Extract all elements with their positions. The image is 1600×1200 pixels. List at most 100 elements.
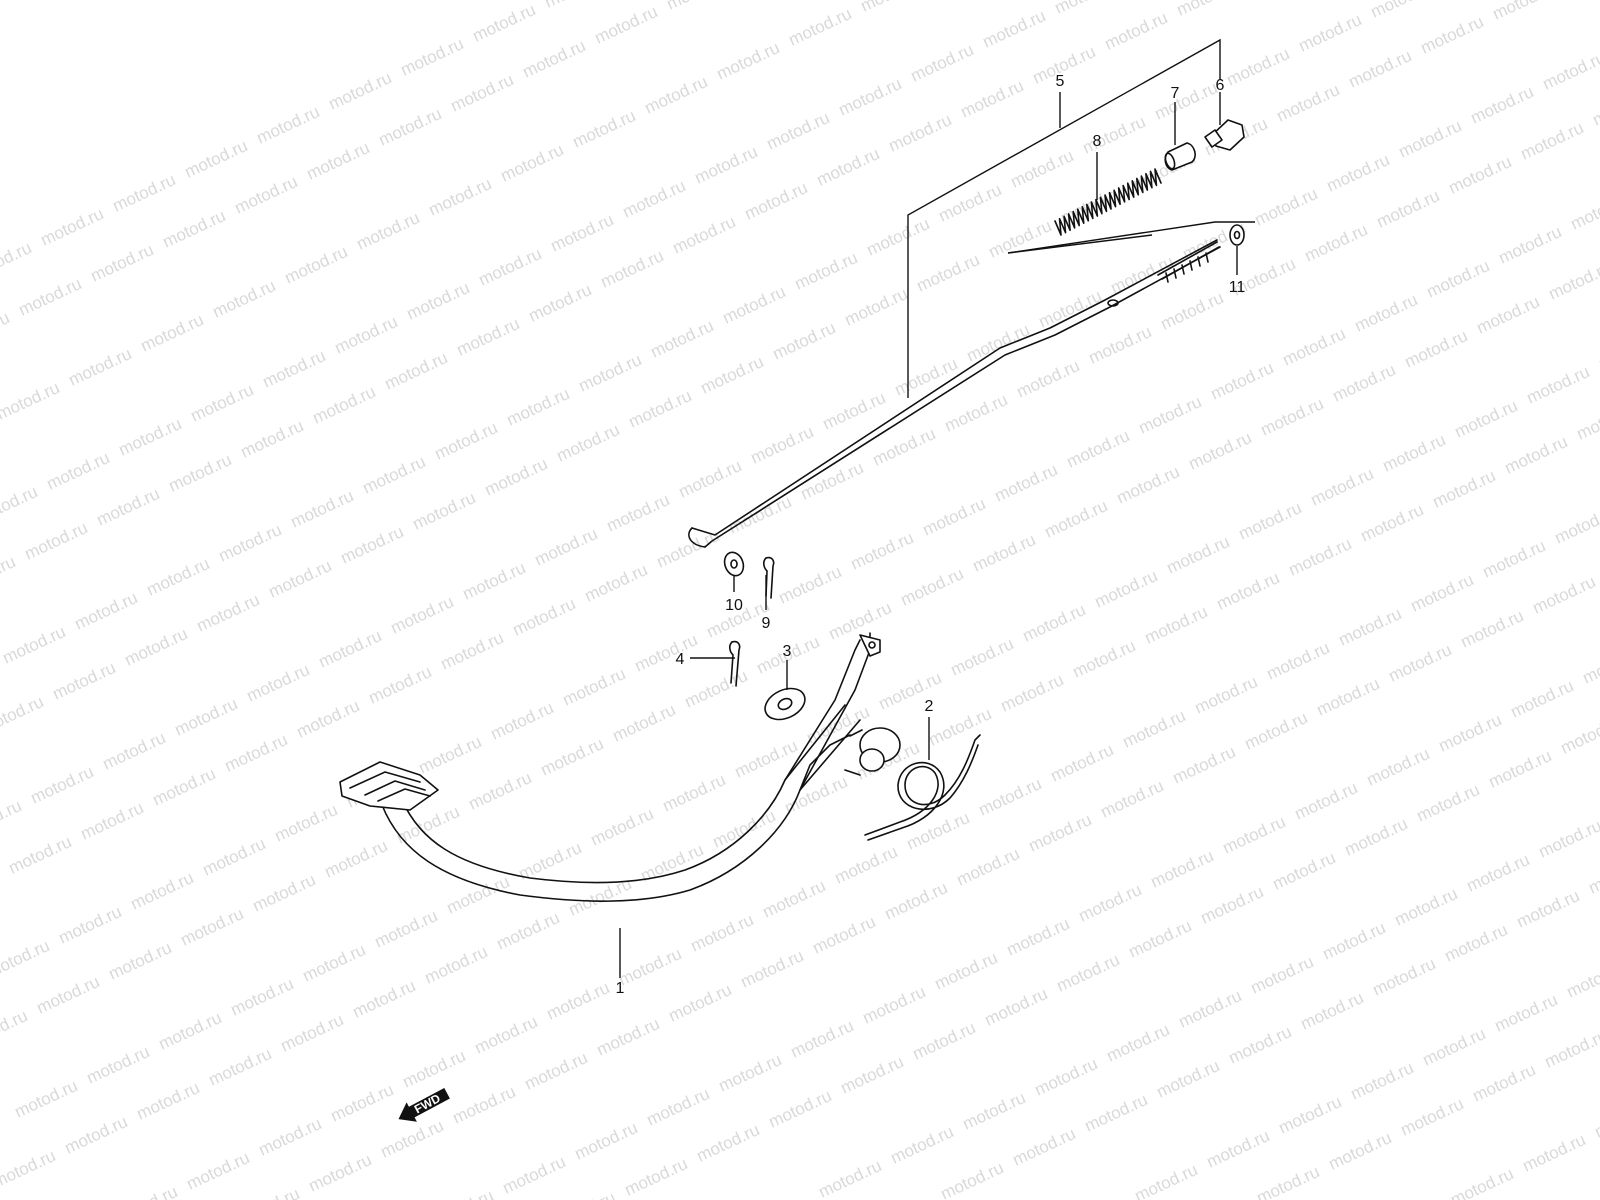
- cotter-pin-4: [728, 640, 741, 687]
- watermark-text: motod.ru: [128, 868, 197, 914]
- watermark-text: motod.ru: [692, 142, 761, 188]
- watermark-text: motod.ru: [1152, 78, 1221, 124]
- watermark-text: motod.ru: [644, 1084, 713, 1130]
- watermark-text: motod.ru: [842, 284, 911, 330]
- watermark-text: motod.ru: [1552, 502, 1600, 548]
- watermark-text: motod.ru: [0, 692, 46, 738]
- watermark-text: motod.ru: [404, 278, 473, 324]
- watermark-text: motod.ru: [112, 1182, 181, 1200]
- watermark-text: motod.ru: [1324, 150, 1393, 196]
- watermark-text: motod.ru: [1348, 1058, 1417, 1104]
- watermark-text: motod.ru: [1142, 602, 1211, 648]
- watermark-text: motod.ru: [282, 242, 351, 288]
- watermark-text: motod.ru: [1098, 776, 1167, 822]
- watermark-text: motod.ru: [300, 940, 369, 986]
- watermark-text: motod.ru: [1490, 0, 1559, 24]
- watermark-text: motod.ru: [1258, 394, 1327, 440]
- watermark-text: motod.ru: [416, 732, 485, 778]
- watermark-text: motod.ru: [1448, 1164, 1517, 1200]
- watermark-text: motod.ru: [888, 1122, 957, 1168]
- watermark-text: motod.ru: [238, 416, 307, 462]
- adjusting-nut-6: [1204, 119, 1245, 151]
- watermark-text: motod.ru: [914, 250, 983, 296]
- callout-4: 4: [676, 651, 685, 668]
- watermark-text: motod.ru: [100, 728, 169, 774]
- watermark-text: motod.ru: [50, 658, 119, 704]
- watermark-text: motod.ru: [398, 34, 467, 80]
- watermark-text: motod.ru: [234, 1184, 303, 1200]
- watermark-text: motod.ru: [0, 482, 40, 528]
- watermark-text: motod.ru: [182, 136, 251, 182]
- watermark-text: motod.ru: [448, 70, 517, 116]
- watermark-text: motod.ru: [1542, 1026, 1600, 1072]
- watermark-text: motod.ru: [1530, 572, 1599, 618]
- watermark-text: motod.ru: [1270, 848, 1339, 894]
- watermark-text: motod.ru: [476, 244, 545, 290]
- watermark-text: motod.ru: [444, 872, 513, 918]
- watermark-text: motod.ru: [72, 588, 141, 634]
- watermark-text: motod.ru: [378, 1116, 447, 1162]
- watermark-text: motod.ru: [504, 384, 573, 430]
- watermark-text: motod.ru: [1104, 1020, 1173, 1066]
- watermark-text: motod.ru: [332, 312, 401, 358]
- watermark-text: motod.ru: [244, 660, 313, 706]
- watermark-text: motod.ru: [84, 1042, 153, 1088]
- watermark-text: motod.ru: [1158, 288, 1227, 334]
- watermark-text: motod.ru: [1546, 258, 1600, 304]
- watermark-text: motod.ru: [982, 984, 1051, 1030]
- watermark-text: motod.ru: [0, 378, 62, 424]
- watermark-text: motod.ru: [1452, 396, 1521, 442]
- watermark-text: motod.ru: [1474, 292, 1543, 338]
- watermark-text: motod.ru: [460, 558, 529, 604]
- callout-7: 7: [1171, 85, 1180, 102]
- washer-11: [1229, 224, 1245, 246]
- watermark-text: motod.ru: [498, 140, 567, 186]
- watermark-text: motod.ru: [1540, 48, 1600, 94]
- watermark-text: motod.ru: [222, 730, 291, 776]
- watermark-text: motod.ru: [1236, 498, 1305, 544]
- watermark-text: motod.ru: [34, 972, 103, 1018]
- watermark-text: motod.ru: [0, 866, 2, 912]
- watermark-text: motod.ru: [694, 1120, 763, 1166]
- watermark-text: motod.ru: [1346, 46, 1415, 92]
- watermark-text: motod.ru: [860, 982, 929, 1028]
- watermark-text: motod.ru: [410, 488, 479, 534]
- callout-8: 8: [1093, 133, 1102, 150]
- watermark-text: motod.ru: [38, 204, 107, 250]
- watermark-text: motod.ru: [1226, 1022, 1295, 1068]
- watermark-text: motod.ru: [522, 1048, 591, 1094]
- watermark-text: motod.ru: [266, 556, 335, 602]
- watermark-text: motod.ru: [1486, 746, 1555, 792]
- watermark-text: motod.ru: [160, 206, 229, 252]
- watermark-text: motod.ru: [926, 704, 995, 750]
- watermark-text: motod.ru: [1414, 780, 1483, 826]
- watermark-text: motod.ru: [526, 280, 595, 326]
- watermark-text: motod.ru: [288, 486, 357, 532]
- watermark-text: motod.ru: [572, 1118, 641, 1164]
- watermark-text: motod.ru: [1342, 814, 1411, 860]
- watermark-text: motod.ru: [548, 210, 617, 256]
- watermark-text: motod.ru: [748, 422, 817, 468]
- watermark-text: motod.ru: [1524, 362, 1593, 408]
- watermark-text: motod.ru: [698, 352, 767, 398]
- watermark-text: motod.ru: [1336, 604, 1405, 650]
- watermark-text: motod.ru: [144, 554, 213, 600]
- watermark-text: motod.ru: [786, 4, 855, 50]
- callout-10: 10: [725, 597, 743, 614]
- watermark-text: motod.ru: [1564, 956, 1600, 1002]
- watermark-text: motod.ru: [1082, 1090, 1151, 1136]
- watermark-text: motod.ru: [792, 248, 861, 294]
- watermark-text: motod.ru: [726, 492, 795, 538]
- watermark-text: motod.ru: [770, 318, 839, 364]
- watermark-text: motod.ru: [1496, 222, 1565, 268]
- watermark-text: motod.ru: [782, 772, 851, 818]
- watermark-text: motod.ru: [1314, 674, 1383, 720]
- watermark-text: motod.ru: [1402, 326, 1471, 372]
- watermark-text: motod.ru: [350, 976, 419, 1022]
- watermark-text: motod.ru: [882, 878, 951, 924]
- watermark-text: motod.ru: [206, 1044, 275, 1090]
- watermark-text: motod.ru: [766, 1086, 835, 1132]
- watermark-text: motod.ru: [470, 0, 539, 46]
- watermark-text: motod.ru: [616, 944, 685, 990]
- watermark-text: motod.ru: [848, 528, 917, 574]
